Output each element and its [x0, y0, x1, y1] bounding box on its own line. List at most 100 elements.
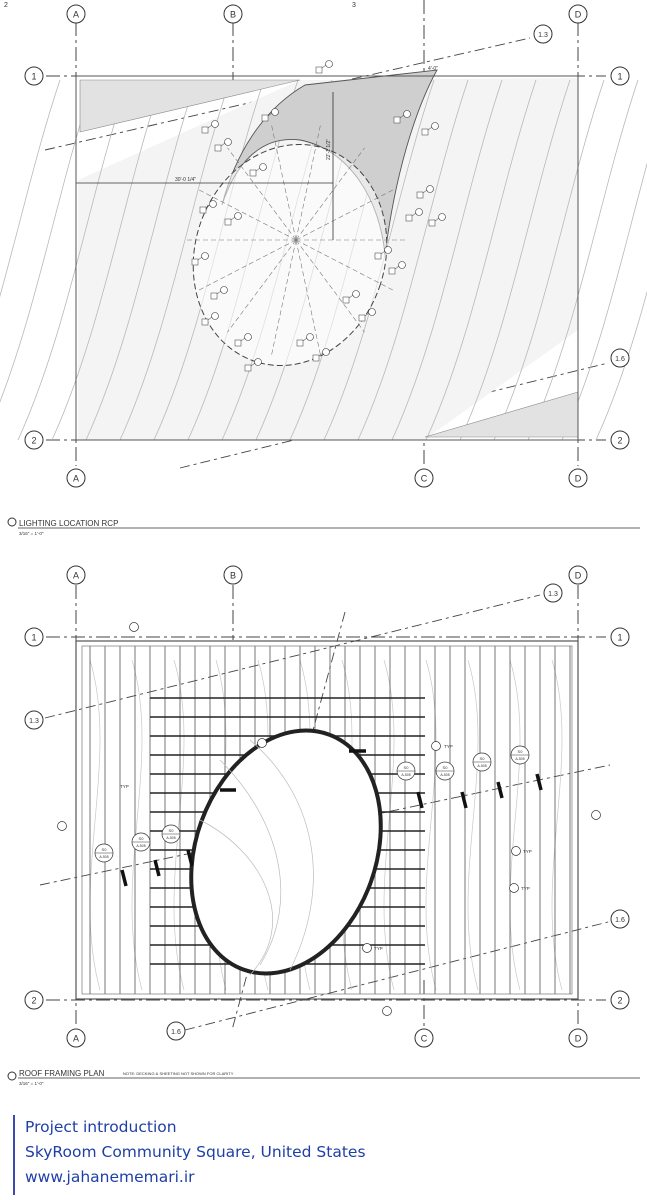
svg-text:A: A — [73, 10, 79, 20]
fixture-leader — [267, 112, 273, 117]
radial-line — [196, 188, 297, 241]
svg-text:A: A — [73, 1034, 79, 1044]
top-plan-scale: 3/16" = 1'-0" — [19, 531, 44, 536]
svg-text:2: 2 — [617, 996, 622, 1006]
light-fixture-icon — [388, 267, 396, 275]
fixture-leader — [207, 316, 213, 321]
rafter-line — [51, 79, 163, 441]
curved-member — [425, 659, 437, 991]
radial-line — [271, 239, 297, 356]
tag-perimeter-bottom — [382, 1006, 392, 1016]
light-fixture-icon — [210, 292, 218, 300]
grid-bubble-2-right: 2 — [610, 430, 630, 450]
svg-text:C: C — [421, 1034, 428, 1044]
radial-line — [196, 239, 297, 292]
fixture-leader — [380, 250, 386, 255]
top-perimeter — [75, 75, 579, 441]
svg-text:B: B — [230, 571, 236, 581]
bottom-plan-title-block: ROOF FRAMING PLAN NOTE: DECKING & SHEETI… — [7, 1069, 640, 1086]
fixture-leader — [348, 294, 354, 299]
grid-bubble-1-6-top: 1.6 — [610, 348, 630, 368]
fixture-leader — [197, 256, 203, 261]
top-plan-title: LIGHTING LOCATION RCP — [19, 519, 118, 528]
svg-text:D: D — [575, 1034, 582, 1044]
svg-text:1: 1 — [31, 633, 36, 643]
grid-bubble-D-top: D — [568, 4, 588, 24]
fixture-leader — [302, 337, 308, 342]
radial-line — [295, 188, 396, 241]
architectural-drawing-sheet: 2 3 — [0, 0, 647, 1086]
fixture-leader — [255, 167, 261, 172]
section-cut-mark — [535, 773, 543, 791]
radial-line — [295, 124, 321, 241]
bottom-plan-note: NOTE: DECKING & SHEETING NOT SHOWN FOR C… — [123, 1071, 234, 1076]
grid-bubble-D-bottom: D — [568, 468, 588, 488]
curved-member — [131, 659, 143, 991]
section-number: S0 — [480, 756, 486, 761]
grid-bubble-1-3-left: 1.3 — [24, 710, 44, 730]
sheet-marker-3: 3 — [352, 2, 356, 9]
rafter-line — [391, 79, 503, 441]
grid-bubble-2-left: 2 — [24, 430, 44, 450]
rafter-line — [425, 79, 537, 441]
grid-bubble-A-top: A — [66, 4, 86, 24]
fixture-leader — [220, 142, 226, 147]
section-sheet: A-505 — [166, 836, 175, 840]
grid-bubble-1-3-right: 1.3 — [543, 583, 563, 603]
section-sheet: A-505 — [477, 764, 486, 768]
svg-text:A: A — [73, 571, 79, 581]
bottom-skylight-ring-inner — [196, 735, 376, 969]
lighting-location-rcp-plan: 30'-0 1/4" 22'-1 1/2" 4'-0" A B D 1 1 2 … — [0, 0, 647, 536]
fixture-leader — [411, 212, 417, 217]
fixture-tag — [224, 138, 232, 146]
fixture-leader — [364, 312, 370, 317]
section-cut-mark — [120, 869, 128, 887]
svg-text:1: 1 — [617, 633, 622, 643]
tag-typ-2: TYP — [362, 943, 383, 953]
grid-bubble-A-bottom-2: A — [66, 1028, 86, 1048]
section-number: S0 — [518, 749, 524, 754]
fixture-leader — [230, 216, 236, 221]
fixture-leader — [207, 124, 213, 129]
grid-bubble-1-3-top: 1.3 — [533, 24, 553, 44]
light-fixture-icon — [393, 116, 401, 124]
top-grid-bubbles: A B D 1 1 2 2 A C D 1.3 1.6 — [24, 4, 630, 488]
svg-text:TYP: TYP — [374, 946, 383, 951]
svg-text:TYP: TYP — [444, 744, 453, 749]
fixture-tag — [352, 290, 360, 298]
fixture-tag — [234, 212, 242, 220]
top-light-fixtures — [159, 60, 446, 372]
rafter-line — [493, 79, 605, 441]
svg-text:B: B — [230, 10, 236, 20]
bottom-perimeter — [75, 640, 579, 1000]
dimension-offset: 4'-0" — [428, 66, 438, 72]
fixture-leader — [427, 126, 433, 131]
rafter-line — [527, 79, 639, 441]
fixture-tag — [438, 213, 446, 221]
svg-text:2: 2 — [617, 436, 622, 446]
tag-typ-1: TYP — [431, 741, 453, 751]
grid-bubble-1-right: 1 — [610, 66, 630, 86]
tag-typ-5: TYP — [120, 784, 129, 789]
fixture-tag — [201, 252, 209, 260]
grid-bubble-2-left-2: 2 — [24, 990, 44, 1010]
section-number: S0 — [169, 828, 175, 833]
caption-website: www.jahanememari.ir — [25, 1168, 195, 1186]
roof-framing-plan: S0A-505S0A-505S0A-505S0A-505S0A-505S0A-5… — [7, 565, 640, 1086]
bottom-member-tags: TYP TYP TYP TYP TYP — [57, 622, 601, 1016]
grid-bubble-D-top-2: D — [568, 565, 588, 585]
rafter-line — [561, 162, 647, 441]
fixture-tag — [211, 120, 219, 128]
caption-project-name: SkyRoom Community Square, United States — [25, 1143, 366, 1161]
fixture-tag — [431, 122, 439, 130]
svg-text:1: 1 — [31, 72, 36, 82]
section-cut-mark — [153, 859, 161, 877]
section-sheet: A-505 — [136, 844, 145, 848]
tag-ring — [257, 738, 267, 748]
svg-text:2: 2 — [31, 996, 36, 1006]
section-number: S0 — [404, 765, 410, 770]
svg-text:1.3: 1.3 — [538, 32, 548, 39]
rafter-line — [85, 79, 197, 441]
fixture-tag — [426, 185, 434, 193]
grid-bubble-2-right-2: 2 — [610, 990, 630, 1010]
